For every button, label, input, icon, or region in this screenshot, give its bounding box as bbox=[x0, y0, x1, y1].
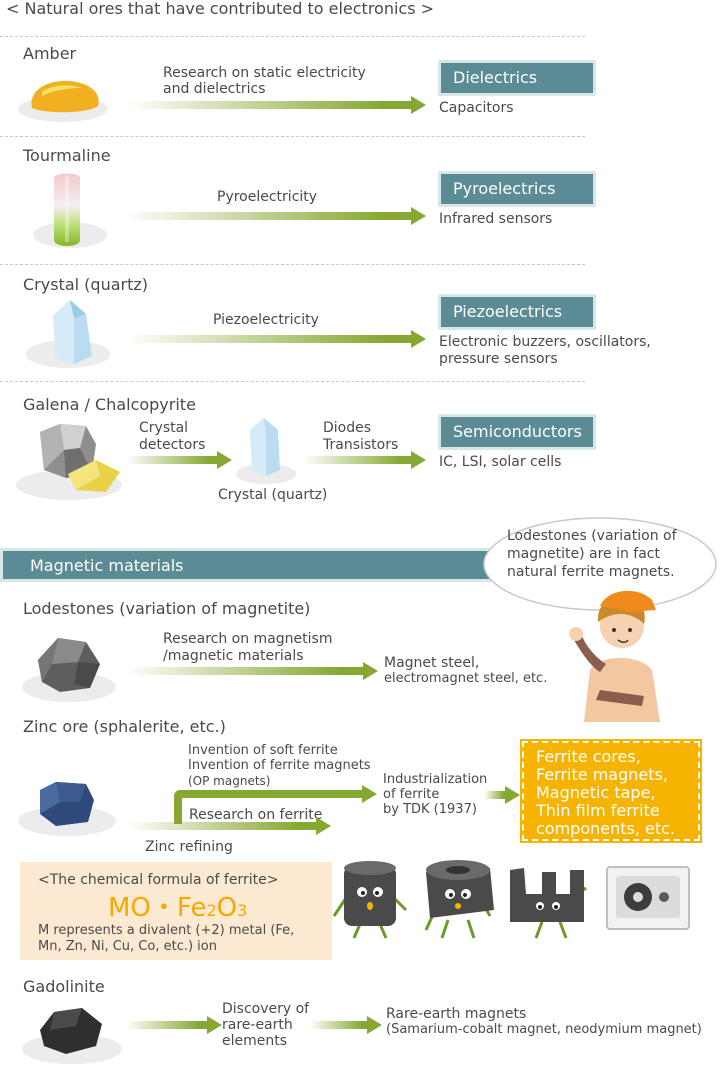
field-piezoelectrics: Piezoelectrics bbox=[438, 294, 596, 330]
divider bbox=[0, 381, 585, 382]
process-lodestone-1: Research on magnetism bbox=[163, 631, 333, 647]
arrow bbox=[126, 207, 426, 225]
process-galena-2: detectors bbox=[139, 437, 206, 453]
result-lodestone-1: Magnet steel, bbox=[384, 655, 480, 671]
ferrite-pot-core-icon bbox=[332, 861, 408, 939]
application-infrared-sensors: Infrared sensors bbox=[439, 211, 553, 227]
formula-sub-2: 2 bbox=[206, 901, 217, 920]
divider bbox=[0, 36, 585, 37]
arrow bbox=[126, 662, 378, 680]
application-piezo-1: Electronic buzzers, oscillators, bbox=[439, 334, 651, 350]
process-galena-1: Crystal bbox=[139, 420, 189, 436]
field-semiconductors: Semiconductors bbox=[438, 414, 596, 450]
application-ic: IC, LSI, solar cells bbox=[439, 454, 562, 470]
arrow bbox=[126, 1016, 222, 1034]
field-pyroelectrics: Pyroelectrics bbox=[438, 171, 596, 207]
quartz-icon bbox=[250, 418, 280, 476]
process-gadolinite-2: rare-earth bbox=[222, 1017, 293, 1033]
formula-note-1: M represents a divalent (+2) metal (Fe, bbox=[38, 923, 295, 938]
process-tourmaline: Pyroelectricity bbox=[217, 189, 318, 205]
formula-dot: ・ bbox=[150, 893, 177, 923]
divider bbox=[0, 264, 585, 265]
arrow bbox=[484, 786, 520, 804]
page-title: < Natural ores that have contributed to … bbox=[6, 0, 435, 18]
chalcopyrite-icon bbox=[68, 460, 120, 492]
galena-icon bbox=[40, 424, 96, 478]
arrow bbox=[310, 1016, 382, 1034]
formula-sub-3: 3 bbox=[237, 901, 248, 920]
divider bbox=[0, 136, 585, 137]
arrow bbox=[126, 451, 232, 469]
arrow-lower-head bbox=[316, 817, 331, 835]
ore-name-crystal: Crystal (quartz) bbox=[23, 275, 148, 294]
engineer-character-icon bbox=[569, 590, 660, 722]
application-piezo-2: pressure sensors bbox=[439, 351, 558, 367]
result-gadolinite-2: (Samarium-cobalt magnet, neodymium magne… bbox=[386, 1022, 702, 1037]
industrialization-1: Industrialization bbox=[383, 772, 488, 787]
process-amber-1: Research on static electricity bbox=[163, 65, 366, 81]
ore-name-zinc: Zinc ore (sphalerite, etc.) bbox=[23, 717, 226, 736]
result-gadolinite-1: Rare-earth magnets bbox=[386, 1006, 527, 1022]
ferrite-formula-box: <The chemical formula of ferrite> MO・Fe2… bbox=[20, 862, 332, 960]
industrialization-2: of ferrite bbox=[383, 787, 440, 802]
ferrite-products-box: Ferrite cores, Ferrite magnets, Magnetic… bbox=[520, 739, 702, 843]
invention-3: (OP magnets) bbox=[188, 774, 271, 788]
arrow bbox=[304, 451, 426, 469]
arrow-upper-head bbox=[362, 785, 377, 803]
quartz-icon bbox=[53, 300, 92, 364]
arrow-upper-shaft bbox=[174, 790, 364, 798]
process-lodestone-2: /magnetic materials bbox=[163, 648, 304, 664]
ferrite-characters bbox=[332, 860, 587, 939]
amber-icon bbox=[31, 80, 99, 113]
product-1: Ferrite cores, bbox=[536, 747, 641, 766]
ore-name-tourmaline: Tourmaline bbox=[23, 146, 111, 165]
speech-line-2: magnetite) are in fact bbox=[507, 546, 660, 562]
formula-mo: MO bbox=[108, 893, 151, 923]
product-2: Ferrite magnets, bbox=[536, 765, 668, 784]
arrow bbox=[126, 330, 426, 348]
formula-fe: Fe bbox=[176, 893, 207, 923]
zinc-ore-icon bbox=[40, 782, 94, 826]
ferrite-e-core-icon bbox=[510, 868, 587, 939]
ferrite-formula: MO・Fe2O3 bbox=[108, 893, 247, 926]
tourmaline-icon bbox=[54, 173, 80, 246]
gadolinite-icon bbox=[40, 1008, 102, 1054]
process-gadolinite-1: Discovery of bbox=[222, 1001, 310, 1017]
ore-name-galena: Galena / Chalcopyrite bbox=[23, 395, 196, 414]
formula-note-2: Mn, Zn, Ni, Cu, Co, etc.) ion bbox=[38, 939, 217, 954]
arrow-branch bbox=[174, 794, 182, 824]
section-title: Magnetic materials bbox=[30, 556, 184, 575]
arrow-lower-shaft bbox=[128, 822, 318, 830]
ore-name-gadolinite: Gadolinite bbox=[23, 977, 105, 996]
product-5: components, etc. bbox=[536, 819, 676, 838]
intermediate-crystal: Crystal (quartz) bbox=[218, 487, 328, 503]
arrow bbox=[126, 96, 426, 114]
invention-2: Invention of ferrite magnets bbox=[188, 758, 371, 773]
invention-1: Invention of soft ferrite bbox=[188, 743, 338, 758]
ore-name-lodestone: Lodestones (variation of magnetite) bbox=[23, 599, 311, 618]
product-3: Magnetic tape, bbox=[536, 783, 656, 802]
ore-name-amber: Amber bbox=[23, 44, 77, 63]
industrialization-3: by TDK (1937) bbox=[383, 802, 477, 817]
process-diodes: Diodes bbox=[323, 420, 372, 436]
formula-heading: <The chemical formula of ferrite> bbox=[38, 872, 279, 888]
lodestone-icon bbox=[38, 638, 100, 692]
speech-line-3: natural ferrite magnets. bbox=[507, 564, 675, 580]
process-transistors: Transistors bbox=[323, 437, 399, 453]
product-4: Thin film ferrite bbox=[536, 801, 660, 820]
process-research-ferrite: Research on ferrite bbox=[189, 807, 323, 823]
process-zinc-refining: Zinc refining bbox=[145, 839, 233, 855]
speech-line-1: Lodestones (variation of bbox=[507, 528, 677, 544]
field-dielectrics: Dielectrics bbox=[438, 60, 596, 96]
ferrite-ring-icon bbox=[424, 860, 494, 939]
formula-o: O bbox=[216, 893, 238, 923]
cassette-tape-icon bbox=[606, 866, 690, 930]
process-crystal: Piezoelectricity bbox=[213, 312, 319, 328]
application-capacitors: Capacitors bbox=[439, 100, 514, 116]
process-gadolinite-3: elements bbox=[222, 1033, 288, 1049]
result-lodestone-2: electromagnet steel, etc. bbox=[384, 671, 548, 686]
process-amber-2: and dielectrics bbox=[163, 81, 266, 97]
